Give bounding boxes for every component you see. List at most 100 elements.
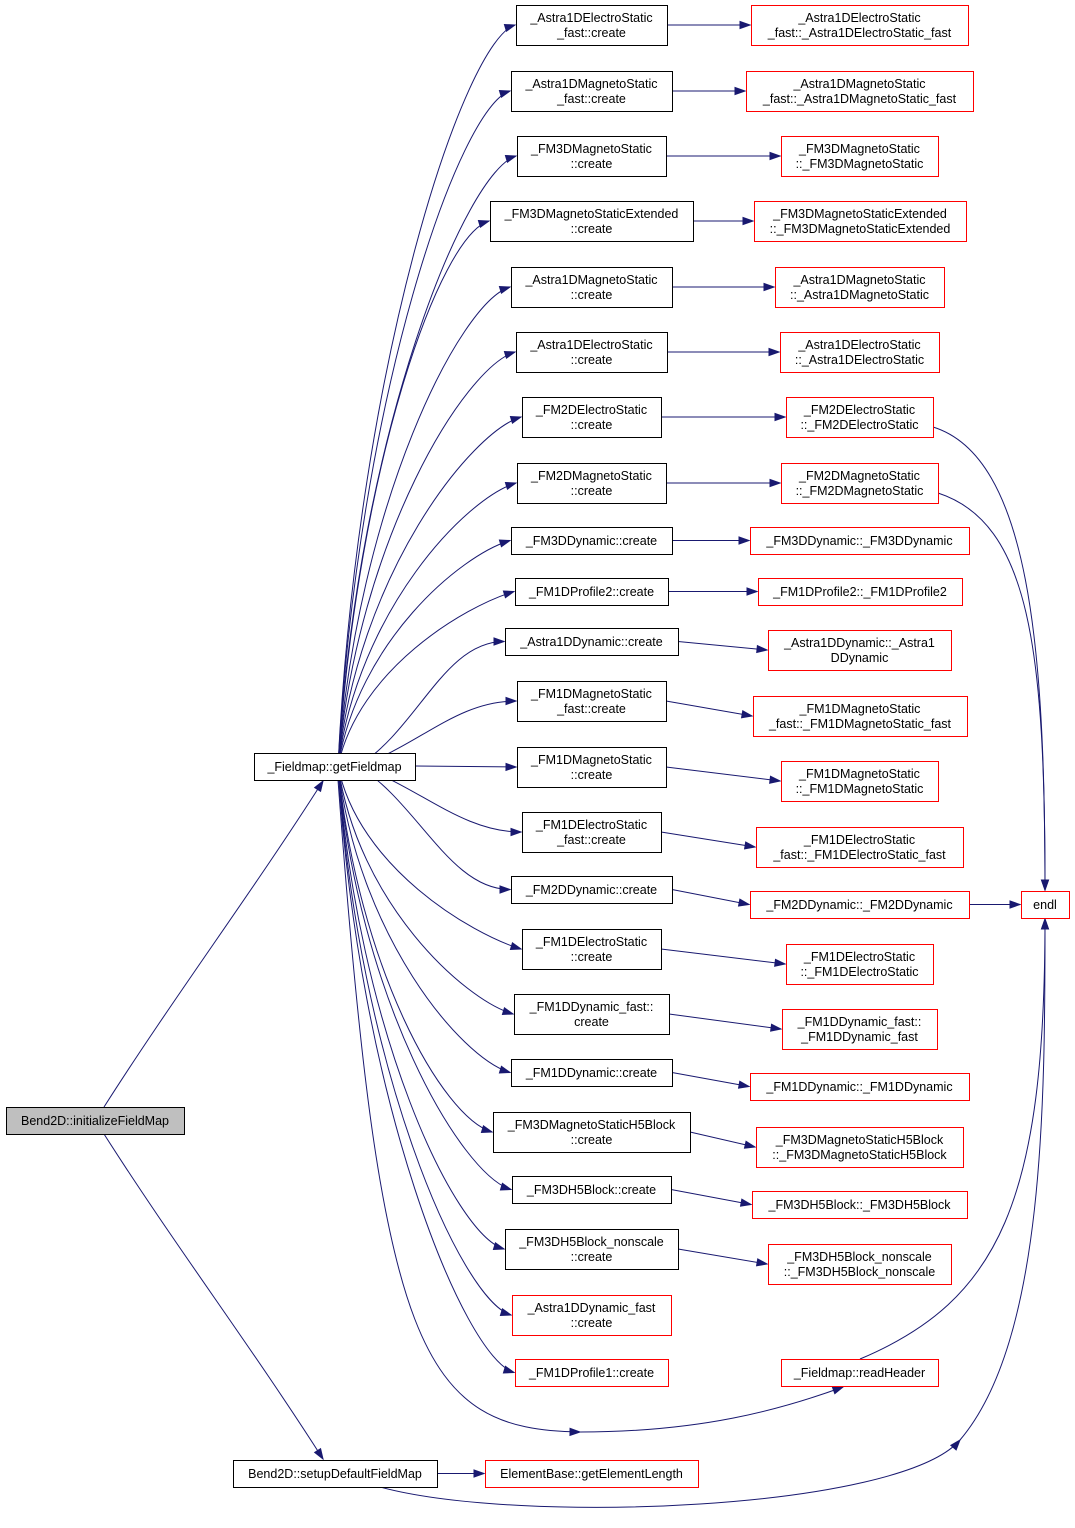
node-c7[interactable]: _FM2DElectroStatic::create [522, 397, 662, 438]
node-c4[interactable]: _FM3DMagnetoStaticExtended::create [490, 201, 694, 242]
node-label: ::create [571, 484, 613, 498]
node-c19[interactable]: _FM3DMagnetoStaticH5Block::create [493, 1112, 691, 1153]
node-k6[interactable]: _Astra1DElectroStatic::_Astra1DElectroSt… [780, 332, 940, 373]
edge-curve [337, 351, 516, 767]
node-c6[interactable]: _Astra1DElectroStatic::create [516, 332, 668, 373]
node-label: _FM2DDynamic::create [525, 883, 657, 897]
node-k18[interactable]: _FM1DDynamic::_FM1DDynamic [750, 1073, 970, 1101]
node-label: _FM1DProfile2::_FM1DProfile2 [772, 585, 947, 599]
node-c10[interactable]: _FM1DProfile2::create [515, 578, 669, 606]
node-box [254, 753, 416, 781]
node-setupDefault[interactable]: Bend2D::setupDefaultFieldMap [233, 1460, 438, 1488]
node-k15[interactable]: _FM2DDynamic::_FM2DDynamic [750, 891, 970, 919]
node-label: ::_Astra1DElectroStatic [795, 353, 924, 367]
node-k8[interactable]: _FM2DMagnetoStatic::_FM2DMagnetoStatic [781, 463, 939, 504]
edge-arrowhead [949, 1438, 961, 1451]
node-label: _FM1DElectroStatic [535, 818, 647, 832]
node-k2[interactable]: _Astra1DMagnetoStatic_fast::_Astra1DMagn… [746, 71, 974, 112]
node-k9[interactable]: _FM3DDynamic::_FM3DDynamic [750, 527, 970, 555]
node-c16[interactable]: _FM1DElectroStatic::create [522, 929, 662, 970]
node-label: ::create [571, 222, 613, 236]
node-box [786, 397, 934, 438]
node-getFieldmap[interactable]: _Fieldmap::getFieldmap [254, 753, 416, 781]
node-label: _FM1DElectroStatic [535, 935, 647, 949]
node-label: _Fieldmap::readHeader [793, 1366, 925, 1380]
edge-arrowhead [774, 958, 787, 967]
edge-arrowhead [774, 412, 787, 422]
node-k17[interactable]: _FM1DDynamic_fast::_FM1DDynamic_fast [782, 1009, 938, 1050]
node-box [781, 761, 939, 802]
node-label: _FM1DElectroStatic [803, 833, 915, 847]
node-c3[interactable]: _FM3DMagnetoStatic::create [517, 136, 667, 177]
node-k5[interactable]: _Astra1DMagnetoStatic::_Astra1DMagnetoSt… [775, 267, 945, 308]
node-c20[interactable]: _FM3DH5Block::create [512, 1176, 672, 1204]
node-label: _FM3DH5Block_nonscale [786, 1250, 932, 1264]
node-label: _fast::_FM1DElectroStatic_fast [772, 848, 946, 862]
edge-line [671, 1072, 750, 1087]
node-box [490, 201, 694, 242]
node-k21[interactable]: _FM3DH5Block_nonscale::_FM3DH5Block_nons… [768, 1244, 952, 1285]
node-k10[interactable]: _FM1DProfile2::_FM1DProfile2 [758, 578, 963, 606]
node-box [505, 1229, 679, 1270]
node-k16[interactable]: _FM1DElectroStatic::_FM1DElectroStatic [786, 944, 934, 985]
edge-arrowhead [499, 1307, 513, 1317]
node-box [775, 267, 945, 308]
node-getElementLength[interactable]: ElementBase::getElementLength [485, 1460, 699, 1488]
node-c8[interactable]: _FM2DMagnetoStatic::create [517, 463, 667, 504]
edge-arrowhead [502, 590, 516, 599]
node-k19[interactable]: _FM3DMagnetoStaticH5Block::_FM3DMagnetoS… [756, 1127, 964, 1168]
edge-arrowhead [737, 1080, 751, 1089]
node-label: ::_Astra1DMagnetoStatic [790, 288, 929, 302]
node-readHeader[interactable]: _Fieldmap::readHeader [781, 1359, 939, 1387]
node-box [512, 1295, 672, 1336]
node-c22[interactable]: _Astra1DDynamic_fast::create [512, 1295, 672, 1336]
node-c9[interactable]: _FM3DDynamic::create [511, 527, 673, 555]
node-label: _FM3DH5Block::_FM3DH5Block [768, 1198, 952, 1212]
edge-curve [337, 591, 515, 767]
node-c12[interactable]: _FM1DMagnetoStatic_fast::create [517, 681, 667, 722]
node-c11[interactable]: _Astra1DDynamic::create [505, 628, 679, 656]
node-c18[interactable]: _FM1DDynamic::create [511, 1059, 673, 1087]
node-label: ::_FM2DElectroStatic [800, 418, 918, 432]
edge-line [677, 641, 768, 651]
node-k11[interactable]: _Astra1DDynamic::_Astra1DDynamic [768, 630, 952, 671]
edge-arrowhead [501, 1006, 515, 1016]
node-c13[interactable]: _FM1DMagnetoStatic::create [517, 747, 667, 788]
node-label: ElementBase::getElementLength [500, 1467, 683, 1481]
node-label: _FM2DElectroStatic [803, 403, 915, 417]
node-label: ::create [571, 157, 613, 171]
node-endl[interactable]: endl [1021, 891, 1070, 919]
node-c21[interactable]: _FM3DH5Block_nonscale::create [505, 1229, 679, 1270]
edge-curve [357, 765, 511, 890]
node-k13[interactable]: _FM1DMagnetoStatic::_FM1DMagnetoStatic [781, 761, 939, 802]
node-k20[interactable]: _FM3DH5Block::_FM3DH5Block [752, 1191, 968, 1219]
edge-arrowhead [499, 1182, 513, 1191]
node-c23[interactable]: _FM1DProfile1::create [515, 1359, 669, 1387]
node-c17[interactable]: _FM1DDynamic_fast::create [514, 994, 670, 1035]
node-label: _FM3DDynamic::create [525, 534, 657, 548]
edge-curve [357, 641, 505, 767]
edge-arrowhead [473, 1469, 486, 1478]
node-c1[interactable]: _Astra1DElectroStatic_fast::create [516, 5, 668, 46]
edge-arrowhead [509, 941, 523, 951]
node-k14[interactable]: _FM1DElectroStatic_fast::_FM1DElectroSta… [756, 827, 964, 868]
node-box [516, 332, 668, 373]
node-c5[interactable]: _Astra1DMagnetoStatic::create [511, 267, 673, 308]
edge-arrowhead [763, 282, 776, 292]
node-label: _FM3DMagnetoStaticExtended [772, 207, 947, 221]
node-label: _FM3DH5Block::create [526, 1183, 656, 1197]
node-c2[interactable]: _Astra1DMagnetoStatic_fast::create [511, 71, 673, 112]
node-box [751, 5, 969, 46]
node-k4[interactable]: _FM3DMagnetoStaticExtended::_FM3DMagneto… [754, 201, 967, 242]
node-k1[interactable]: _Astra1DElectroStatic_fast::_Astra1DElec… [751, 5, 969, 46]
node-c15[interactable]: _FM2DDynamic::create [511, 876, 673, 904]
node-k12[interactable]: _FM1DMagnetoStatic_fast::_FM1DMagnetoSta… [753, 696, 968, 737]
node-label: ::create [571, 353, 613, 367]
node-box [781, 136, 939, 177]
node-root[interactable]: Bend2D::initializeFieldMap [6, 1107, 185, 1135]
edge-arrowhead [743, 841, 757, 850]
node-c14[interactable]: _FM1DElectroStatic_fast::create [522, 812, 662, 853]
node-label: _Astra1DMagnetoStatic [524, 77, 657, 91]
node-k3[interactable]: _FM3DMagnetoStatic::_FM3DMagnetoStatic [781, 136, 939, 177]
node-k7[interactable]: _FM2DElectroStatic::_FM2DElectroStatic [786, 397, 934, 438]
